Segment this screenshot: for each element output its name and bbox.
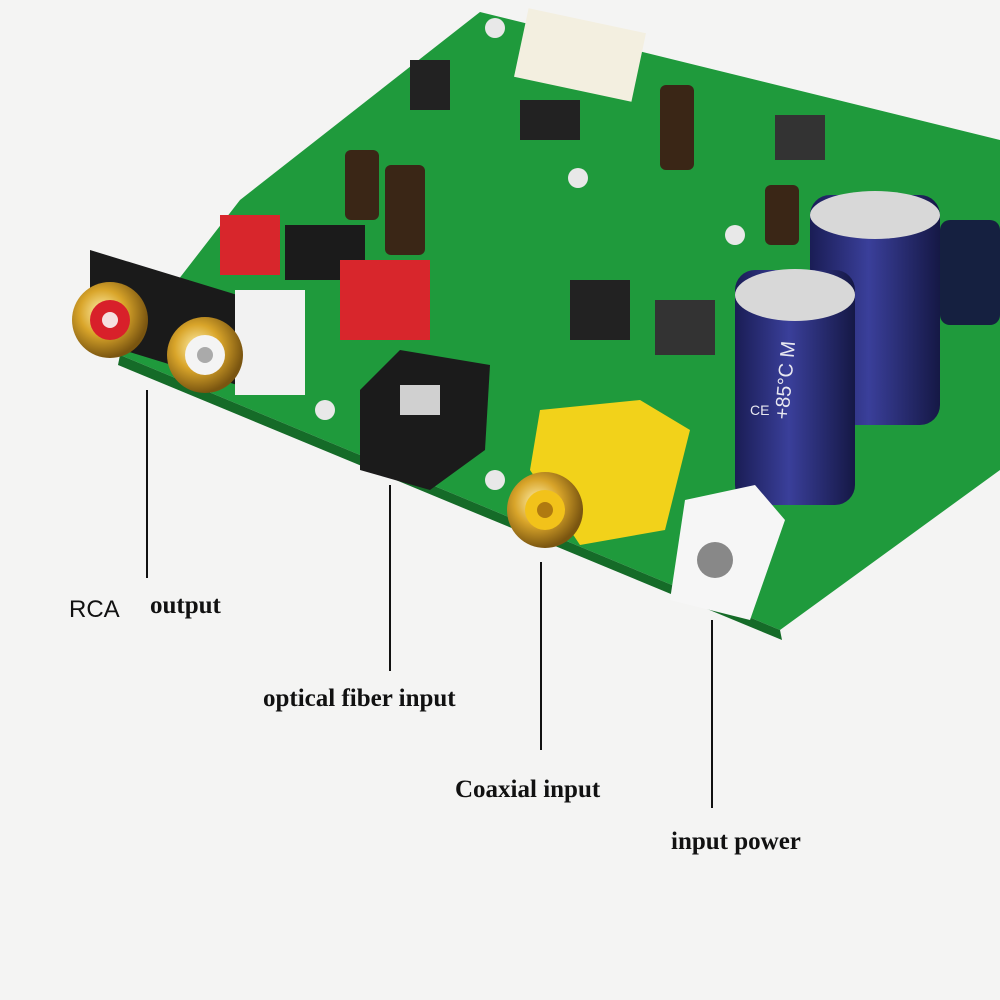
optical-callout-line xyxy=(389,485,391,671)
output-label: output xyxy=(150,592,221,619)
coaxial-input-jack xyxy=(507,400,690,548)
coaxial-input-label: Coaxial input xyxy=(455,776,601,803)
rca-output-jacks xyxy=(72,250,305,395)
power-callout-line xyxy=(711,620,713,808)
coaxial-callout-line xyxy=(540,562,542,750)
rca-label: RCA xyxy=(69,596,120,623)
optical-fiber-input-label: optical fiber input xyxy=(263,685,456,712)
capacitor-ce: CE xyxy=(750,402,769,418)
rca-callout-line xyxy=(146,390,148,578)
power-input-jack xyxy=(670,485,785,620)
large-capacitors: +85°C M CE xyxy=(735,191,940,505)
input-power-label: input power xyxy=(671,828,801,855)
optical-input-jack xyxy=(360,350,490,490)
